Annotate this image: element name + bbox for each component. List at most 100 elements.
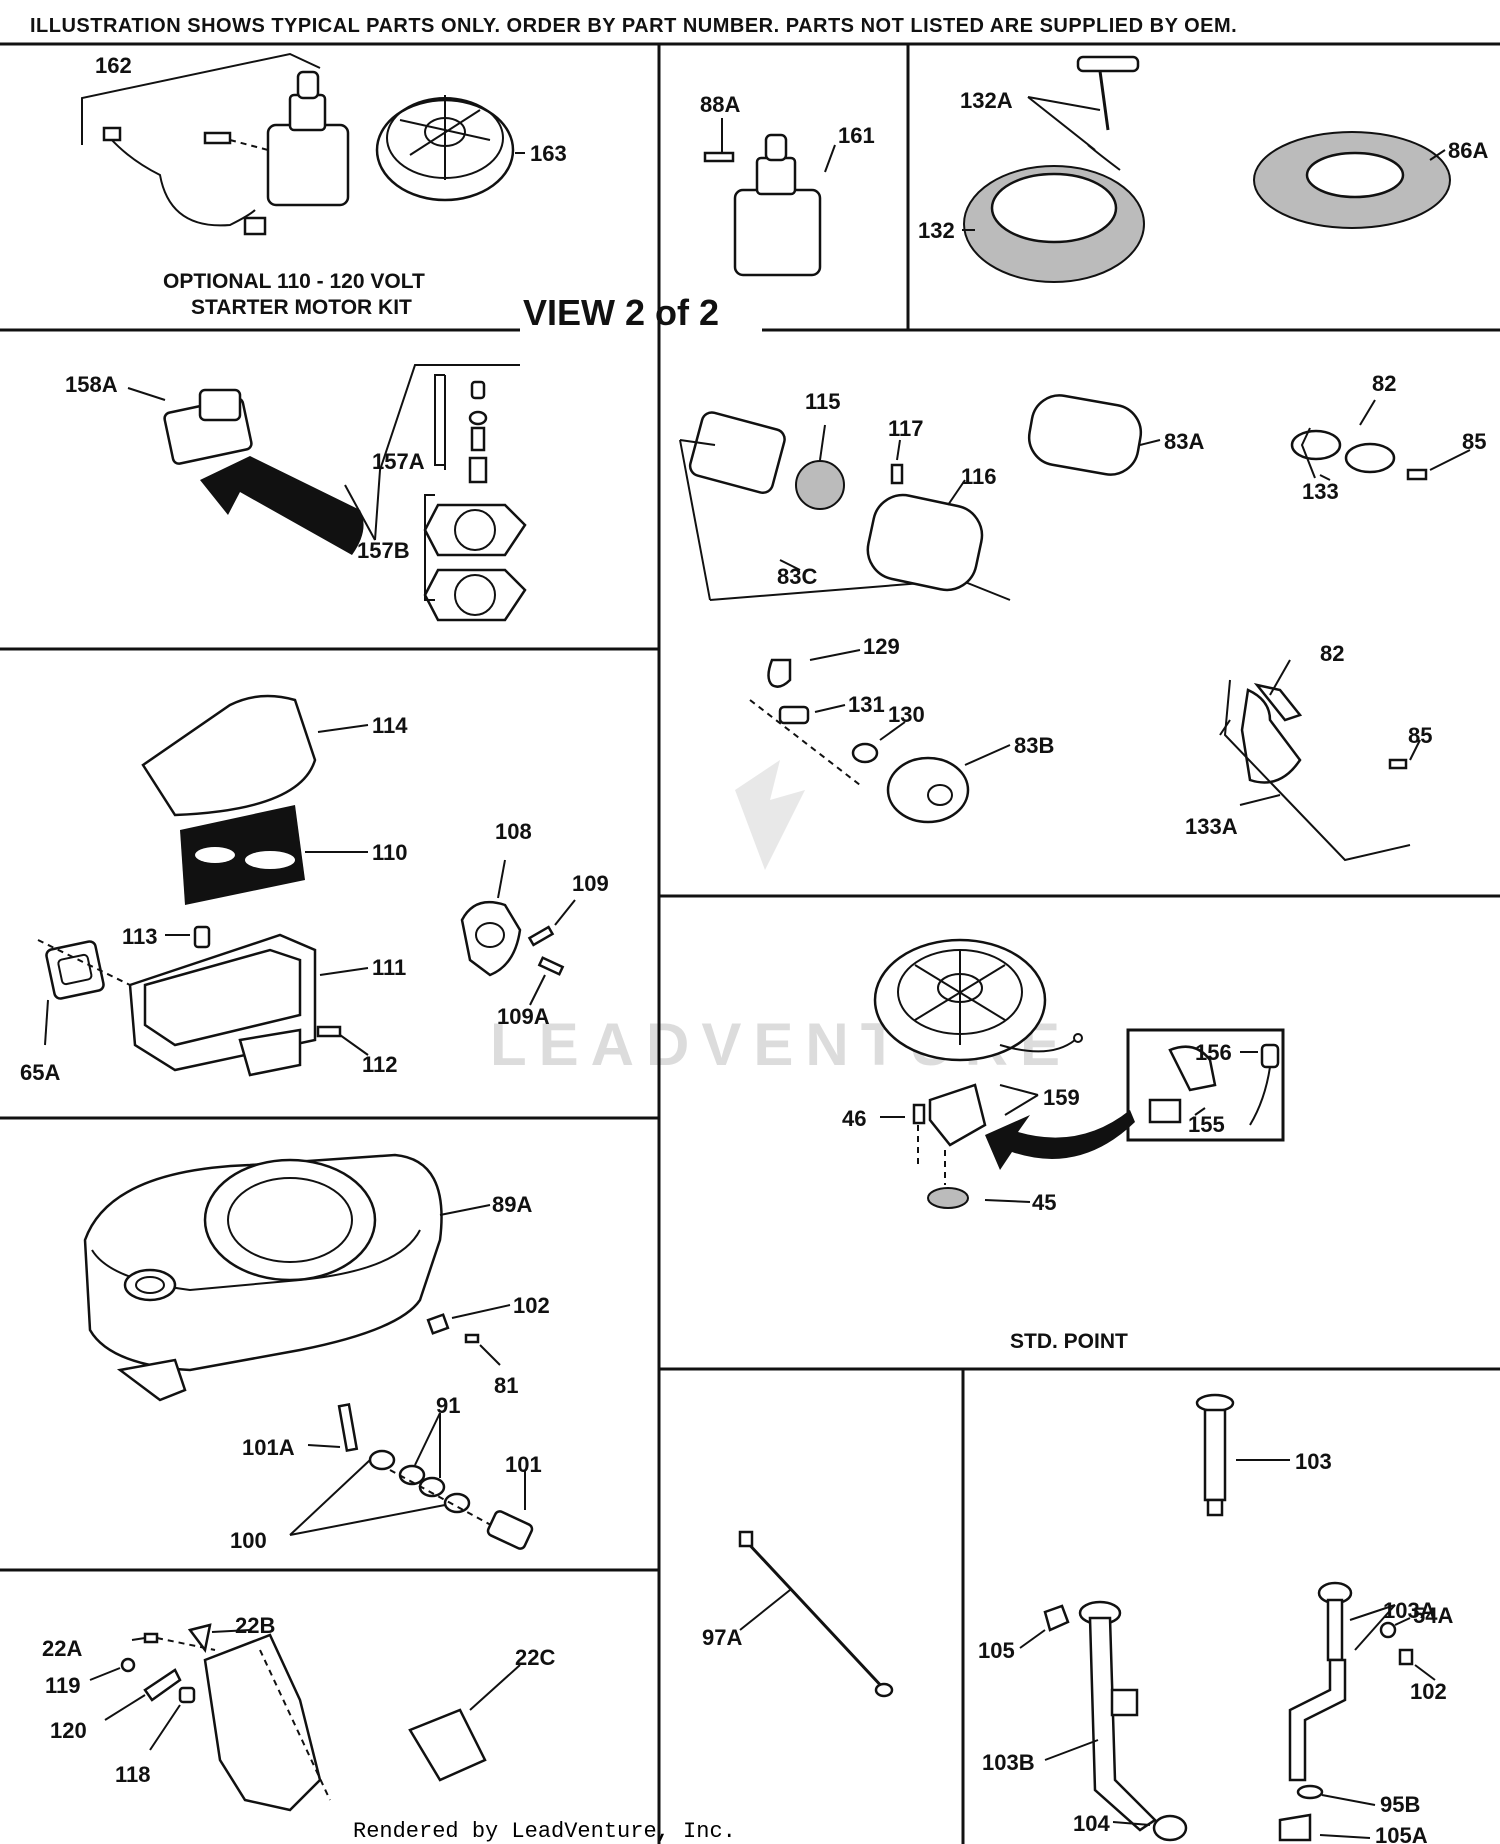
- detail-inset-box: [1126, 1028, 1285, 1142]
- filter-screen-115-drawing: [795, 460, 845, 510]
- part-45: 45: [1032, 1190, 1056, 1215]
- part-102-upper: 102: [513, 1293, 550, 1318]
- blower-housing-panel: 89A 102 81 101A 91 101 100: [83, 1153, 550, 1553]
- starter-kit-panel: 162 163 OPTIONAL 110 - 120 VOLT STARTER …: [81, 52, 567, 319]
- part-155: 155: [1188, 1112, 1225, 1137]
- starter-kit-caption-2: STARTER MOTOR KIT: [191, 296, 412, 319]
- part-95B: 95B: [1380, 1792, 1420, 1817]
- panel-grid: [0, 42, 1500, 1844]
- part-81: 81: [494, 1373, 518, 1398]
- part-97A: 97A: [702, 1625, 742, 1650]
- air-cleaner-83B-drawing: [886, 756, 970, 824]
- part-108: 108: [495, 819, 532, 844]
- part-113: 113: [122, 924, 158, 949]
- part-91: 91: [436, 1393, 460, 1418]
- carburetor-panel: 158A 157A 157B: [65, 364, 527, 622]
- part-22B: 22B: [235, 1613, 275, 1638]
- fuel-fitting-101A-drawing: [337, 1403, 359, 1452]
- part-54A: 54A: [1413, 1603, 1453, 1628]
- starter-kit-caption-1: OPTIONAL 110 - 120 VOLT: [163, 270, 425, 293]
- oil-fill-103-drawing: [1195, 1393, 1235, 1413]
- oil-fill-panel: 103 105 103B 104 103A 54A 102 95B 105A: [978, 1393, 1453, 1844]
- part-109A: 109A: [497, 1004, 550, 1029]
- part-120: 120: [50, 1718, 87, 1743]
- assembly-arrow: [200, 456, 364, 555]
- part-156: 156: [1195, 1040, 1232, 1065]
- part-103A: 103A: [1383, 1598, 1436, 1623]
- part-89A: 89A: [492, 1192, 532, 1217]
- throttle-control-panel: 22A 22B 119 120 118 22C: [42, 1613, 555, 1812]
- part-132: 132: [918, 218, 955, 243]
- fuel-filter-101-drawing: [486, 1510, 534, 1550]
- part-118: 118: [115, 1762, 151, 1787]
- part-158A: 158A: [65, 372, 118, 397]
- footer-credit: Rendered by LeadVenture, Inc.: [353, 1819, 736, 1844]
- part-104: 104: [1073, 1811, 1110, 1836]
- part-83A: 83A: [1164, 429, 1204, 454]
- starter-motor-drawing: [266, 123, 350, 207]
- part-101A: 101A: [242, 1435, 295, 1460]
- part-82-lower: 82: [1320, 641, 1344, 666]
- part-109: 109: [572, 871, 609, 896]
- header-notice: ILLUSTRATION SHOWS TYPICAL PARTS ONLY. O…: [30, 15, 1237, 37]
- rod-97A-drawing: [743, 1538, 887, 1692]
- air-cleaner-83A-drawing: [1027, 394, 1143, 476]
- part-101: 101: [505, 1452, 542, 1477]
- part-83B: 83B: [1014, 733, 1054, 758]
- part-22A: 22A: [42, 1636, 82, 1661]
- part-46: 46: [842, 1106, 866, 1131]
- part-22C: 22C: [515, 1645, 555, 1670]
- part-133A: 133A: [1185, 814, 1238, 839]
- part-105: 105: [978, 1638, 1015, 1663]
- part-82-upper: 82: [1372, 371, 1396, 396]
- part-102-lower: 102: [1410, 1679, 1447, 1704]
- air-cleaner-panel-upper: 115 117 116 83C 83A 82 85 133: [679, 371, 1486, 601]
- part-117: 117: [888, 416, 924, 441]
- std-point-caption: STD. POINT: [1010, 1330, 1128, 1353]
- part-161: 161: [838, 123, 875, 148]
- part-112: 112: [362, 1052, 398, 1077]
- part-116: 116: [961, 464, 997, 489]
- starter-motor-panel: 88A 161: [700, 92, 875, 277]
- dipstick-panel: 97A: [702, 1530, 894, 1698]
- part-103B: 103B: [982, 1750, 1035, 1775]
- filter-cover-114-drawing: [141, 694, 317, 817]
- part-157B: 157B: [357, 538, 410, 563]
- breaker-point-drawing: [928, 1083, 987, 1147]
- part-86A: 86A: [1448, 138, 1488, 163]
- part-157A: 157A: [372, 449, 425, 474]
- part-103: 103: [1295, 1449, 1332, 1474]
- part-159: 159: [1043, 1085, 1080, 1110]
- control-22C-drawing: [408, 1708, 487, 1782]
- view-label: VIEW 2 of 2: [523, 292, 719, 333]
- part-85-upper: 85: [1462, 429, 1486, 454]
- flywheel-screen-panel: 132A 132 86A: [918, 55, 1488, 283]
- part-105A: 105A: [1375, 1823, 1428, 1844]
- part-83C: 83C: [777, 564, 817, 589]
- part-85-lower: 85: [1408, 723, 1432, 748]
- part-115: 115: [805, 389, 841, 414]
- part-129: 129: [863, 634, 900, 659]
- gasket-65A-drawing: [45, 940, 105, 1000]
- part-100: 100: [230, 1528, 267, 1553]
- air-filter-box-panel: 114 110 113 111 65A 112 108 109 109A: [20, 694, 609, 1085]
- ignition-panel: 156 155 159 46 45 STD. POINT: [842, 938, 1285, 1353]
- part-88A: 88A: [700, 92, 740, 117]
- elbow-108-drawing: [460, 900, 522, 977]
- ignition-assembly-arrow: [985, 1110, 1135, 1170]
- part-111: 111: [372, 955, 406, 980]
- part-131: 131: [848, 692, 885, 717]
- part-119: 119: [45, 1673, 81, 1698]
- part-110: 110: [372, 840, 408, 865]
- part-130: 130: [888, 702, 925, 727]
- control-bracket-drawing: [203, 1633, 322, 1812]
- foam-element-110-drawing: [180, 805, 305, 905]
- part-162: 162: [95, 53, 132, 78]
- part-133: 133: [1302, 479, 1339, 504]
- part-163: 163: [530, 141, 567, 166]
- part-132A: 132A: [960, 88, 1013, 113]
- part-65A: 65A: [20, 1060, 60, 1085]
- part-114: 114: [372, 713, 408, 738]
